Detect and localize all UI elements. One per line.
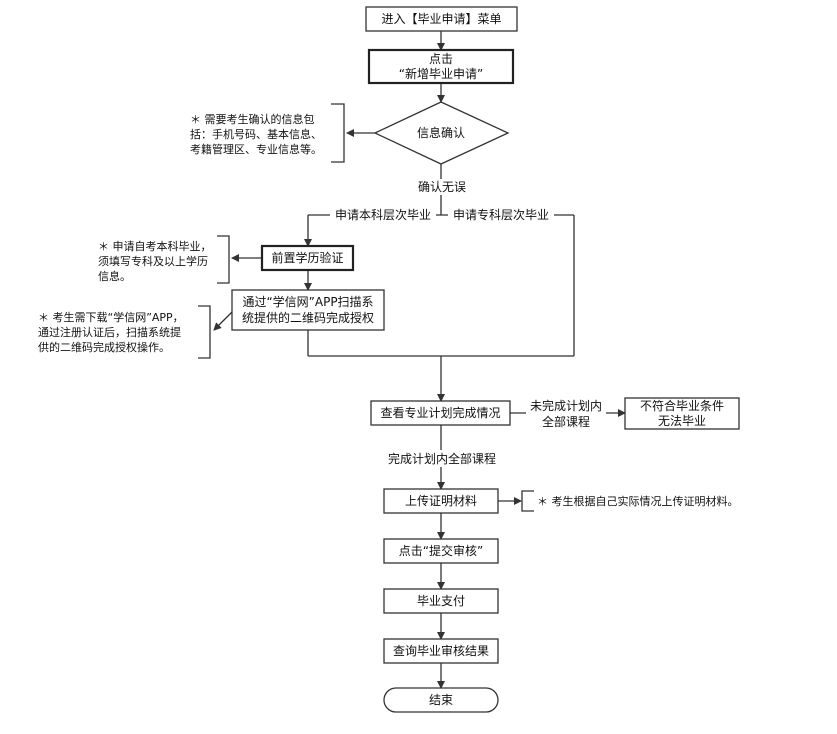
node-auth: 通过“学信网”APP扫描系 统提供的二维码完成授权: [231, 289, 385, 331]
node-query: 查询毕业审核结果: [383, 638, 499, 664]
node-enter-menu: 进入【毕业申请】菜单: [365, 6, 518, 32]
info-confirm-text: 信息确认: [417, 125, 465, 140]
not-eligible-text-2: 无法毕业: [658, 414, 706, 428]
auth-text-2: 统提供的二维码完成授权: [242, 310, 374, 325]
not-eligible-text-1: 不符合毕业条件: [640, 398, 724, 413]
click-add-text-1: 点击: [429, 52, 453, 66]
note-upload: ＊ 考生根据自己实际情况上传证明材料。: [537, 494, 739, 508]
note-confirm: ＊ 需要考生确认的信息包 括：手机号码、基本信息、 考籍管理区、专业信息等。: [190, 112, 322, 156]
app-note-line-1: ＊ 考生需下载“学信网”APP，: [38, 310, 184, 324]
pay-text: 毕业支付: [417, 594, 465, 608]
auth-text-1: 通过“学信网”APP扫描系: [242, 294, 373, 309]
bachelor-note-line-3: 信息。: [98, 269, 131, 283]
node-info-confirm-diamond: 信息确认: [373, 101, 510, 165]
note-bachelor: ＊ 申请自考本科毕业， 须填写专科及以上学历 信息。: [98, 239, 212, 283]
node-check-plan: 查看专业计划完成情况: [370, 400, 511, 426]
confirm-note-line-3: 考籍管理区、专业信息等。: [190, 142, 322, 156]
edge-label-associate: 申请专科层次毕业: [453, 207, 549, 222]
edge-labels: 确认无误 申请本科层次毕业 申请专科层次毕业 未完成计划内 全部课程 完成计划内…: [330, 179, 606, 467]
edge-label-incomplete-1: 未完成计划内: [530, 398, 602, 413]
app-note-line-3: 供的二维码完成授权操作。: [38, 340, 170, 354]
note-app: ＊ 考生需下载“学信网”APP， 通过注册认证后，扫描系统提 供的二维码完成授权…: [38, 310, 184, 354]
node-submit: 点击“提交审核”: [383, 538, 499, 564]
bachelor-note-line-2: 须填写专科及以上学历: [98, 254, 208, 268]
node-click-add: 点击 “新增毕业申请”: [367, 48, 515, 85]
bachelor-note-line-1: ＊ 申请自考本科毕业，: [98, 239, 212, 253]
enter-menu-text: 进入【毕业申请】菜单: [381, 12, 501, 26]
submit-text: 点击“提交审核”: [399, 543, 483, 558]
confirm-note-line-2: 括：手机号码、基本信息、: [190, 127, 322, 141]
edge-label-confirmed: 确认无误: [418, 180, 466, 194]
node-pre-verify: 前置学历验证: [260, 244, 355, 272]
edge-label-incomplete-2: 全部课程: [542, 414, 590, 429]
app-note-line-2: 通过注册认证后，扫描系统提: [38, 325, 181, 339]
end-text: 结束: [429, 693, 453, 707]
click-add-text-2: “新增毕业申请”: [399, 66, 483, 81]
node-upload: 上传证明材料: [383, 488, 499, 514]
edge-label-bachelor: 申请本科层次毕业: [335, 208, 431, 222]
node-pay: 毕业支付: [383, 588, 499, 614]
check-plan-text: 查看专业计划完成情况: [380, 405, 500, 420]
node-end: 结束: [383, 687, 499, 713]
edge-label-complete: 完成计划内全部课程: [388, 451, 496, 466]
query-text: 查询毕业审核结果: [393, 643, 489, 658]
pre-verify-text: 前置学历验证: [271, 250, 343, 265]
node-not-eligible: 不符合毕业条件 无法毕业: [624, 397, 740, 430]
note-brackets: [198, 103, 534, 512]
upload-text: 上传证明材料: [405, 493, 477, 508]
upload-note-text: ＊ 考生根据自己实际情况上传证明材料。: [537, 494, 739, 508]
confirm-note-line-1: ＊ 需要考生确认的信息包: [190, 112, 315, 126]
